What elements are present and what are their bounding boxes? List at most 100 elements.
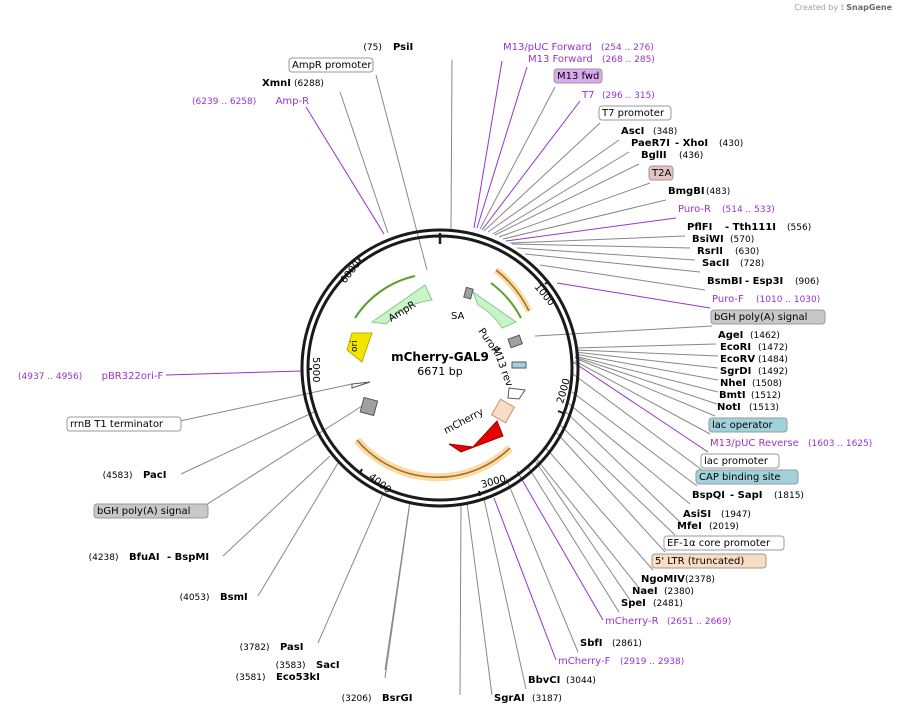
rrnb-feature-arrow [351, 381, 371, 389]
annotation-m13puc-rev: M13/pUC Reverse(1603 .. 1625) [710, 438, 872, 449]
label-box-bgh-right [710, 309, 826, 325]
bottom-feature-arc-core [356, 439, 511, 479]
label-sbfi-pos: (2861) [612, 639, 642, 649]
label-puro-f-name: Puro-F [712, 294, 744, 305]
label-t7-promoter-name: T7 promoter [601, 108, 665, 119]
leader-asisi [565, 411, 682, 524]
annotation-paer7i: PaeR7I- XhoI(430) [631, 138, 743, 149]
mcherry-feature-arrow [448, 420, 504, 453]
leader-pbr-primer [165, 370, 303, 376]
label-cap-site-name: CAP binding site [699, 472, 781, 483]
leader-puro-r [505, 217, 677, 242]
leader-bbvci [483, 498, 527, 690]
label-naei-pos: (2380) [664, 587, 694, 597]
label-psii-pos: (75) [363, 43, 381, 53]
leader-m13puc-rev [572, 361, 709, 453]
label-paer7i-pos: (430) [719, 139, 743, 149]
leader-agei [574, 343, 717, 349]
leader-mcherry-f [493, 497, 557, 661]
annotation-amp-r: (6239 .. 6258)Amp-R [192, 96, 309, 107]
leader-puro-f [556, 282, 711, 309]
label-m13-fwd-primer-name: M13 Forward [528, 54, 593, 65]
plasmid-length: 6671 bp [417, 365, 462, 378]
annotation-pbr-primer: (4937 .. 4956)pBR322ori-F [18, 371, 163, 382]
puror-orf-arc [490, 282, 522, 319]
annotation-sgrai: SgrAI (3187) [494, 693, 562, 704]
label-bspqi-name2: - SapI [730, 490, 762, 501]
leader-ef1a [555, 431, 666, 553]
leader-pasi [317, 493, 384, 644]
annotation-m13-fwd-primer: M13 Forward (268 .. 285) [528, 54, 655, 65]
leader-ltr [544, 446, 654, 571]
label-pbr-primer-name: pBR322ori-F [102, 371, 164, 382]
leader-bsrgi [459, 503, 462, 696]
label-bsrgi-name: BsrGI [382, 693, 412, 704]
annotation-cap-site: CAP binding site [695, 469, 799, 485]
label-bbvci-name: BbvCI [528, 675, 560, 686]
label-mcherry-f-range: (2919 .. 2938) [620, 657, 684, 667]
lac-operator-feature-block [511, 361, 527, 369]
annotation-bsiwi: BsiWI(570) [692, 234, 754, 245]
label-agei-pos: (1462) [750, 331, 780, 341]
label-xmni-name: XmnI [262, 78, 291, 89]
leader-psii [450, 59, 453, 232]
label-t7-primer-range: (296 .. 315) [602, 91, 655, 101]
annotation-mfei: MfeI(2019) [677, 521, 739, 532]
label-bsiwi-name: BsiWI [692, 234, 724, 245]
leader-paer7i [492, 151, 630, 235]
label-sgrai-name: SgrAI [494, 693, 525, 704]
label-eco53-name: Eco53kI [276, 672, 320, 683]
plasmid-name: mCherry-GAL9 [391, 350, 489, 364]
annotation-ngomiv: NgoMIV(2378) [641, 574, 715, 585]
annotation-ampr-promoter: AmpR promoter [288, 57, 374, 73]
label-asci-name: AscI [621, 126, 644, 137]
label-bgh-left-name: bGH poly(A) signal [97, 506, 190, 517]
label-box-ef1a [663, 535, 785, 551]
label-bmgbi-pos: (483) [706, 187, 730, 197]
label-spei-pos: (2481) [653, 599, 683, 609]
tick-1000: 1000 [532, 280, 556, 308]
label-rrnb-name: rrnB T1 terminator [70, 419, 164, 430]
annotation-naei: NaeI (2380) [632, 586, 694, 597]
label-naei-name: NaeI [632, 586, 658, 597]
leader-bgh-left [197, 405, 363, 511]
leader-asci [487, 139, 620, 233]
label-m13-fwd-primer-range: (268 .. 285) [602, 55, 655, 65]
annotation-puro-r: Puro-R(514 .. 533) [678, 204, 775, 215]
label-box-t2a [648, 165, 674, 181]
annotation-bgh-right: bGH poly(A) signal [710, 309, 826, 325]
label-rsrii-pos: (630) [735, 247, 759, 257]
label-bmti-name: BmtI [719, 390, 746, 401]
top-right-feature-arc-core [495, 269, 530, 312]
annotation-bfuai: (4238)BfuAI- BspMI [89, 552, 209, 563]
leader-t7-primer [481, 100, 581, 231]
lac-feature-arrow [507, 387, 526, 400]
annotation-rsrii: RsrII(630) [697, 246, 759, 257]
label-nhei-pos: (1508) [752, 379, 782, 389]
backbone-outer-circle [300, 228, 580, 508]
annotation-t7-primer: T7 (296 .. 315) [581, 90, 655, 101]
label-box-ampr-promoter [288, 57, 374, 73]
label-mcherry-r-name: mCherry-R [605, 616, 659, 627]
snapgene-credit: Created by ⟟ SnapGene [794, 3, 892, 13]
leader-m13fwd-box [479, 86, 556, 230]
label-bfuai-name2: - BspMI [167, 552, 209, 563]
annotation-t7-promoter: T7 promoter [598, 105, 672, 121]
annotation-lac-operator: lac operator [708, 417, 788, 433]
leader-naei [533, 458, 631, 601]
label-bspqi-name: BspQI [692, 490, 725, 501]
label-paci-name: PacI [143, 470, 166, 481]
label-bsmbi-pos: (906) [795, 277, 819, 287]
bgh-right-feature-block [507, 334, 523, 349]
label-spei-name: SpeI [621, 598, 646, 609]
label-noti-pos: (1513) [749, 403, 779, 413]
label-sgrdi-name: SgrDI [720, 366, 751, 377]
annotation-ecorv: EcoRV(1484) [720, 354, 788, 365]
annotation-bsmbi: BsmBI- Esp3I(906) [707, 276, 819, 287]
annotation-ecori: EcoRI(1472) [720, 342, 788, 353]
credit-brand: SnapGene [846, 3, 892, 12]
label-box-m13fwd-box [553, 68, 603, 84]
label-m13puc-rev-name: M13/pUC Reverse [710, 438, 799, 449]
label-t7-primer-name: T7 [581, 90, 594, 101]
label-sgrai-pos: (3187) [532, 694, 562, 704]
